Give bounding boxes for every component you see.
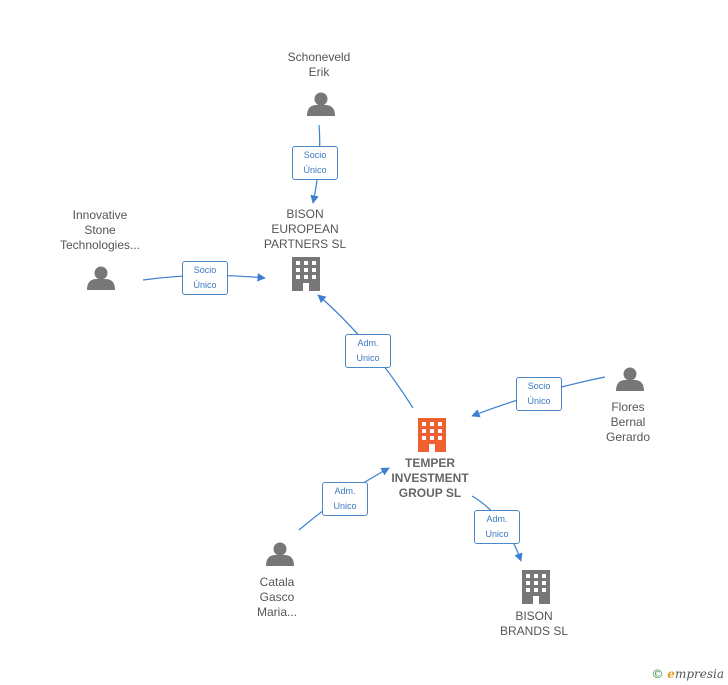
building-icon[interactable] xyxy=(292,257,320,291)
edge-label-innovative: Socio Único xyxy=(182,261,228,295)
person-icon[interactable] xyxy=(307,92,335,117)
edge-label-temper-brands: Adm. Unico xyxy=(474,510,520,544)
building-icon[interactable] xyxy=(522,570,550,604)
node-label-catala[interactable]: Catala Gasco Maria... xyxy=(256,575,297,619)
building-icon-main[interactable] xyxy=(418,418,446,452)
edge-label-schoneveld: Socio Único xyxy=(292,146,338,180)
node-label-bison-brands[interactable]: BISON BRANDS SL xyxy=(499,609,569,638)
node-label-bison-european[interactable]: BISON EUROPEAN PARTNERS SL xyxy=(263,207,347,251)
person-icon[interactable] xyxy=(87,266,115,291)
edge-label-flores: Socio Único xyxy=(516,377,562,411)
node-label-flores[interactable]: Flores Bernal Gerardo xyxy=(605,400,651,444)
node-label-innovative[interactable]: Innovative Stone Technologies... xyxy=(59,208,141,252)
empresia-logo: © empresia xyxy=(651,667,724,681)
node-label-schoneveld[interactable]: Schoneveld Erik xyxy=(287,50,351,79)
edge-label-catala: Adm. Unico xyxy=(322,482,368,516)
edge-label-temper-bison: Adm. Unico xyxy=(345,334,391,368)
node-label-temper[interactable]: TEMPER INVESTMENT GROUP SL xyxy=(391,456,469,500)
person-icon[interactable] xyxy=(266,542,294,567)
person-icon[interactable] xyxy=(616,367,644,392)
